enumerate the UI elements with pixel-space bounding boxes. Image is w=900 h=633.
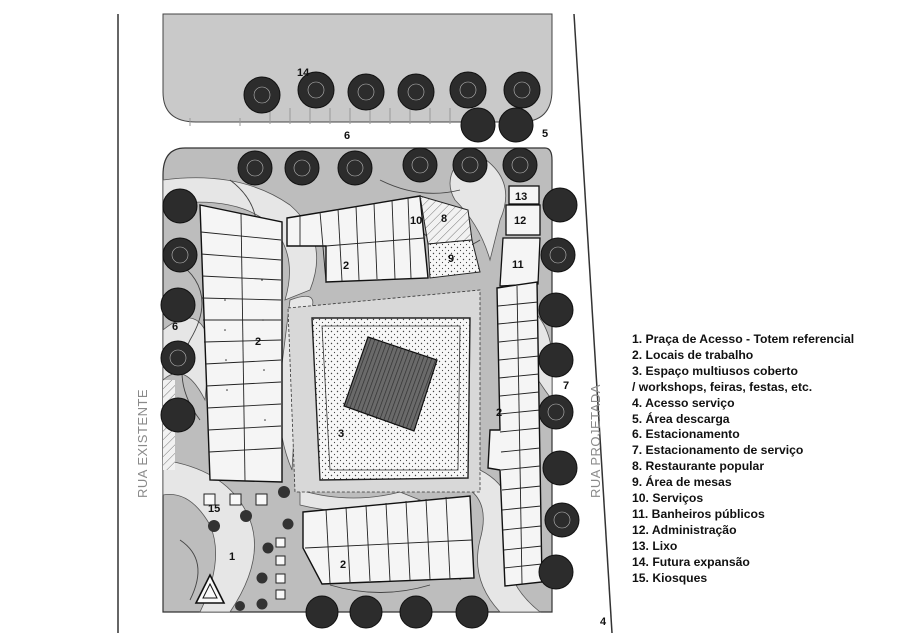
work-units-top-grid <box>299 197 425 283</box>
street-label-right: RUA PROJETADA <box>588 384 603 498</box>
waste-block <box>508 185 540 205</box>
trees <box>160 71 580 629</box>
legend-item: 14. Futura expansão <box>632 554 750 569</box>
legend-item: 7. Estacionamento de serviço <box>632 443 804 458</box>
work-units-right <box>487 281 543 587</box>
legend-item: 1. Praça de Acesso - Totem referencial <box>632 332 855 346</box>
plan-number-14: 14 <box>297 67 310 79</box>
plan-number-5: 5 <box>542 128 548 140</box>
plan-number-12: 12 <box>514 215 526 227</box>
plan-number-6-left: 6 <box>172 321 178 333</box>
legend: 1. Praça de Acesso - Totem referencial 2… <box>632 332 894 587</box>
access-totem <box>194 573 226 604</box>
legend-item: 13. Lixo <box>632 538 678 553</box>
plan-number-2-right: 2 <box>496 407 502 419</box>
kiosks <box>203 493 286 600</box>
work-units-left-dots <box>224 279 266 421</box>
legend-item: 8. Restaurante popular <box>632 459 765 474</box>
work-units-bottom <box>302 495 475 585</box>
plan-number-15: 15 <box>208 503 220 515</box>
plan-number-2-bottom: 2 <box>340 559 346 571</box>
street-label-left: RUA EXISTENTE <box>135 389 150 498</box>
legend-item: 12. Administração <box>632 522 737 537</box>
legend-item: 11. Banheiros públicos <box>632 506 765 521</box>
legend-item: 4. Acesso serviço <box>632 395 735 410</box>
legend-item: 9. Área de mesas <box>632 475 732 490</box>
plan-number-13: 13 <box>515 191 527 203</box>
plan-number-1: 1 <box>229 551 235 563</box>
plaza-inner-edge <box>321 325 461 471</box>
legend-item: / workshops, feiras, festas, etc. <box>632 379 813 394</box>
legend-item: 5. Área descarga <box>632 411 730 426</box>
legend-item: 10. Serviços <box>632 491 704 506</box>
plan-number-2-top: 2 <box>343 260 349 272</box>
plan-number-4: 4 <box>600 616 607 628</box>
legend-item: 6. Estacionamento <box>632 427 740 442</box>
palm-trees <box>208 486 294 611</box>
access-totem-inner <box>202 582 218 599</box>
plan-number-3: 3 <box>338 428 344 440</box>
legend-item: 15. Kiosques <box>632 570 708 585</box>
work-units-left-grid <box>200 212 282 482</box>
tree-texture <box>169 81 571 529</box>
restrooms-block <box>499 237 541 287</box>
road-edge-right <box>573 13 613 633</box>
plan-number-9: 9 <box>448 253 454 265</box>
tables-area <box>427 239 481 279</box>
multipurpose-pavilion-roof <box>343 336 438 432</box>
work-units-left <box>199 204 283 483</box>
administration-block <box>505 204 541 236</box>
plan-number-11: 11 <box>512 259 524 271</box>
legend-item: 3. Espaço multiusos coberto <box>632 363 798 378</box>
plan-number-7: 7 <box>563 380 569 392</box>
legend-item: 2. Locais de trabalho <box>632 347 754 362</box>
plan-number-10: 10 <box>410 215 422 227</box>
work-units-bottom-grid <box>304 496 473 584</box>
plan-number-2-left: 2 <box>255 336 261 348</box>
work-units-right-grid <box>497 285 543 585</box>
plan-number-8: 8 <box>441 213 447 225</box>
plan-number-6-top: 6 <box>344 130 350 142</box>
